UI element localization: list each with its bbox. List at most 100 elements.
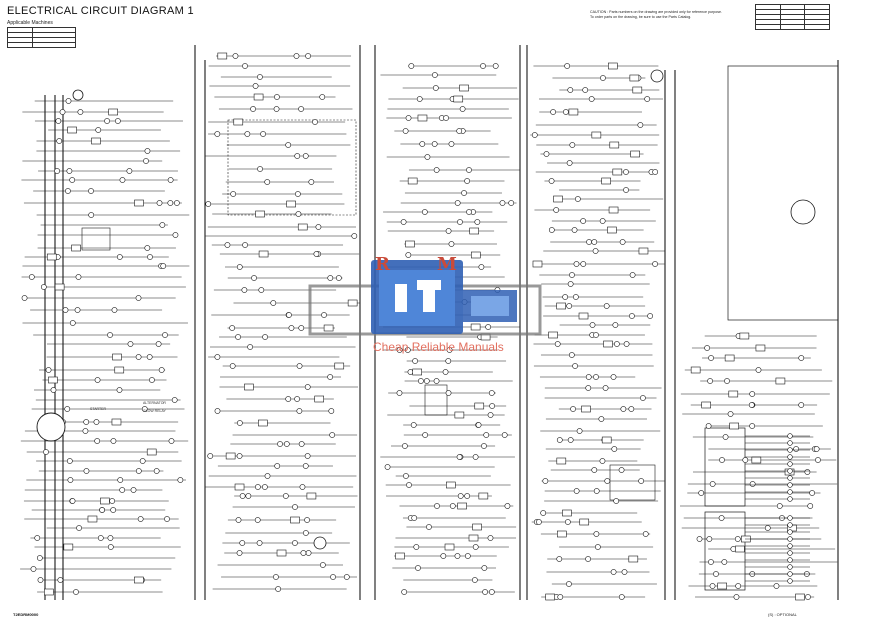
connector-pin [618, 594, 625, 600]
connector-pin [556, 556, 563, 562]
connector-pin [599, 458, 606, 464]
connector-pin [73, 589, 79, 595]
component-box [314, 395, 325, 403]
connector-pin [432, 85, 439, 91]
connector-pin [793, 446, 800, 452]
connector-pin [508, 200, 515, 206]
connector-pin [709, 481, 716, 487]
connector-pin [147, 254, 153, 260]
component-box [253, 93, 264, 101]
connector-pin [130, 487, 137, 493]
connector-pin [282, 493, 289, 499]
connector-pin [620, 406, 627, 412]
connector-pin [77, 109, 84, 115]
document-number: T2EDRM0000 [13, 612, 39, 617]
connector-pin [107, 332, 113, 338]
connector-pin [69, 177, 76, 183]
component-box [453, 95, 464, 103]
component-box [579, 518, 590, 526]
connector-pin [474, 219, 481, 225]
connector-pin [277, 441, 283, 447]
component-box [112, 353, 122, 361]
connector-pin [407, 369, 414, 375]
connector-pin [242, 63, 248, 69]
connector-pin [418, 378, 424, 384]
connector-pin [402, 128, 409, 134]
connector-pin [593, 374, 599, 380]
connector-pin [610, 569, 617, 575]
connector-pin [296, 408, 303, 414]
connector-pin [321, 312, 327, 318]
motor-symbol [790, 199, 816, 225]
connector-pin [749, 481, 756, 487]
connector-pin [21, 295, 28, 301]
connector-pin [65, 188, 71, 194]
connector-pin [804, 469, 811, 475]
connector-pin [83, 468, 90, 474]
connector-pin [155, 341, 162, 347]
component-box [108, 108, 118, 116]
connector-pin [445, 358, 452, 364]
connector-pin [735, 583, 742, 589]
component-box [255, 210, 265, 218]
connector-pin [457, 219, 463, 225]
controller-frame [727, 65, 839, 321]
connector-pin [567, 87, 574, 93]
connector-pin [229, 325, 236, 331]
connector-pin [610, 374, 617, 380]
component-box [395, 552, 405, 560]
connector-pin [305, 53, 311, 59]
connector-pin [748, 402, 755, 408]
connector-pin [69, 320, 76, 326]
connector-pin [402, 443, 408, 449]
component-box [775, 377, 786, 385]
connector-pin [224, 242, 231, 248]
connector-pin [93, 419, 100, 425]
connector-pin [66, 458, 73, 464]
component-box [412, 368, 422, 376]
component-box [701, 401, 711, 409]
connector-pin [207, 453, 214, 459]
connector-pin [54, 168, 61, 174]
component-box [603, 340, 613, 348]
connector-pin [448, 241, 455, 247]
connector-pin [95, 127, 102, 133]
connector-pin [109, 498, 116, 504]
connector-pin [588, 96, 595, 102]
connector-pin [408, 63, 415, 69]
connector-pin [721, 559, 728, 565]
connector-pin [640, 395, 646, 401]
fuse-pin [787, 529, 793, 535]
connector-pin [603, 303, 610, 309]
fuse-pin [787, 468, 793, 474]
connector-pin [613, 498, 620, 504]
component-box [751, 456, 762, 464]
connector-pin [602, 385, 609, 391]
connector-pin [119, 177, 126, 183]
connector-pin [464, 493, 471, 499]
connector-pin [167, 200, 174, 206]
connector-pin [556, 437, 563, 443]
component-box [444, 543, 455, 551]
component-box [297, 223, 308, 231]
connector-pin [419, 141, 426, 147]
connector-pin [591, 239, 598, 245]
connector-pin [158, 367, 165, 373]
component-box [568, 108, 579, 116]
applicable-machines-table [7, 27, 76, 48]
connector-pin [492, 63, 499, 69]
connector-pin [628, 406, 635, 412]
alternator-label: ALTERNATOR [143, 401, 166, 405]
connector-pin [119, 487, 126, 493]
caution-note: CAUTION : Parts numbers on the drawing a… [590, 10, 723, 19]
connector-pin [454, 200, 461, 206]
connector-pin [707, 378, 713, 384]
connector-pin [135, 468, 142, 474]
component-box [581, 405, 591, 413]
connector-pin [257, 166, 263, 172]
connector-pin [205, 201, 212, 207]
connector-pin [563, 109, 569, 115]
component-box [735, 545, 745, 553]
connector-pin [734, 536, 741, 542]
